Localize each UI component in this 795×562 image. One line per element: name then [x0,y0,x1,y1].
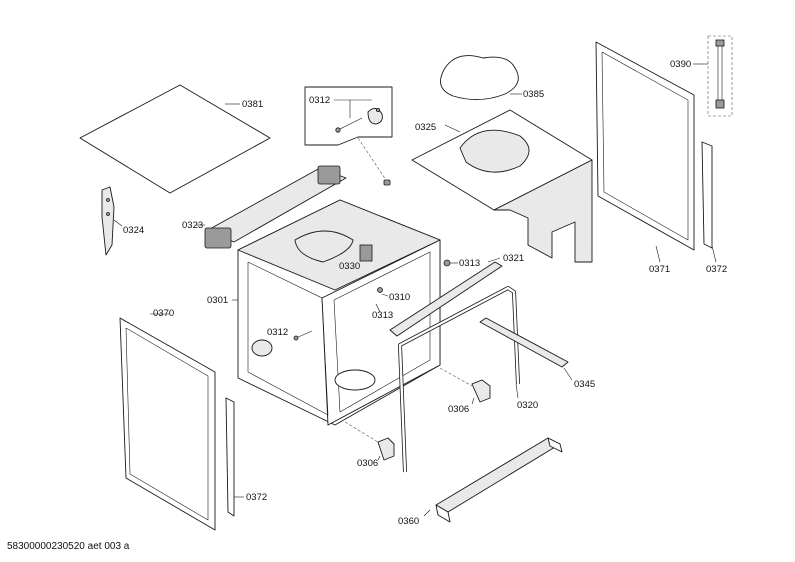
callout-0325: 0325 [415,122,436,133]
part-0323-top-rail [196,165,347,249]
callout-0301: 0301 [207,295,228,306]
callout-0330: 0330 [339,261,360,272]
part-0385-oval-piece [440,55,522,100]
callout-0345: 0345 [574,379,595,390]
callout-0313-lower: 0313 [372,310,393,321]
part-0372-right-trim [701,141,717,263]
callout-0313-upper: 0313 [459,258,480,269]
callout-0323: 0323 [182,220,203,231]
callout-0321: 0321 [503,253,524,264]
part-0372-left-trim [225,397,244,517]
callout-0320: 0320 [517,400,538,411]
drawing-code: 58300000230520 aet 003 a [7,541,130,552]
part-0306-clip-left [344,421,395,461]
part-0370-left-side-panel [119,313,216,531]
callout-0324: 0324 [123,225,144,236]
part-0324-bracket [101,186,123,256]
callout-0360: 0360 [398,516,419,527]
callout-0370: 0370 [153,308,174,319]
callout-0312-upper: 0312 [309,95,330,106]
part-0312-screw [293,330,313,341]
callout-0310: 0310 [389,292,410,303]
part-0325-insulation-block [411,109,593,263]
part-0390-hose-box [693,35,733,117]
callout-0306-left: 0306 [357,458,378,469]
part-0320-door-seal [398,286,520,473]
part-0306-clip-right [439,367,491,405]
part-0360-kickplate [423,437,563,523]
callout-0372-left: 0372 [246,492,267,503]
part-0371-right-side-panel [595,41,695,263]
part-0313-0310-fittings [375,259,458,313]
part-0312-detail-box [304,86,393,186]
part-0345-rail [479,317,573,381]
callout-0306-right: 0306 [448,404,469,415]
callout-0385: 0385 [523,89,544,100]
part-0381-top-sheet [79,84,271,194]
callout-0371: 0371 [649,264,670,275]
callout-0390: 0390 [670,59,691,70]
part-0301-tub [232,199,441,426]
callout-0381: 0381 [242,99,263,110]
callout-0372-right: 0372 [706,264,727,275]
callout-0312-lower: 0312 [267,327,288,338]
part-0321-seal-strip [389,257,503,337]
